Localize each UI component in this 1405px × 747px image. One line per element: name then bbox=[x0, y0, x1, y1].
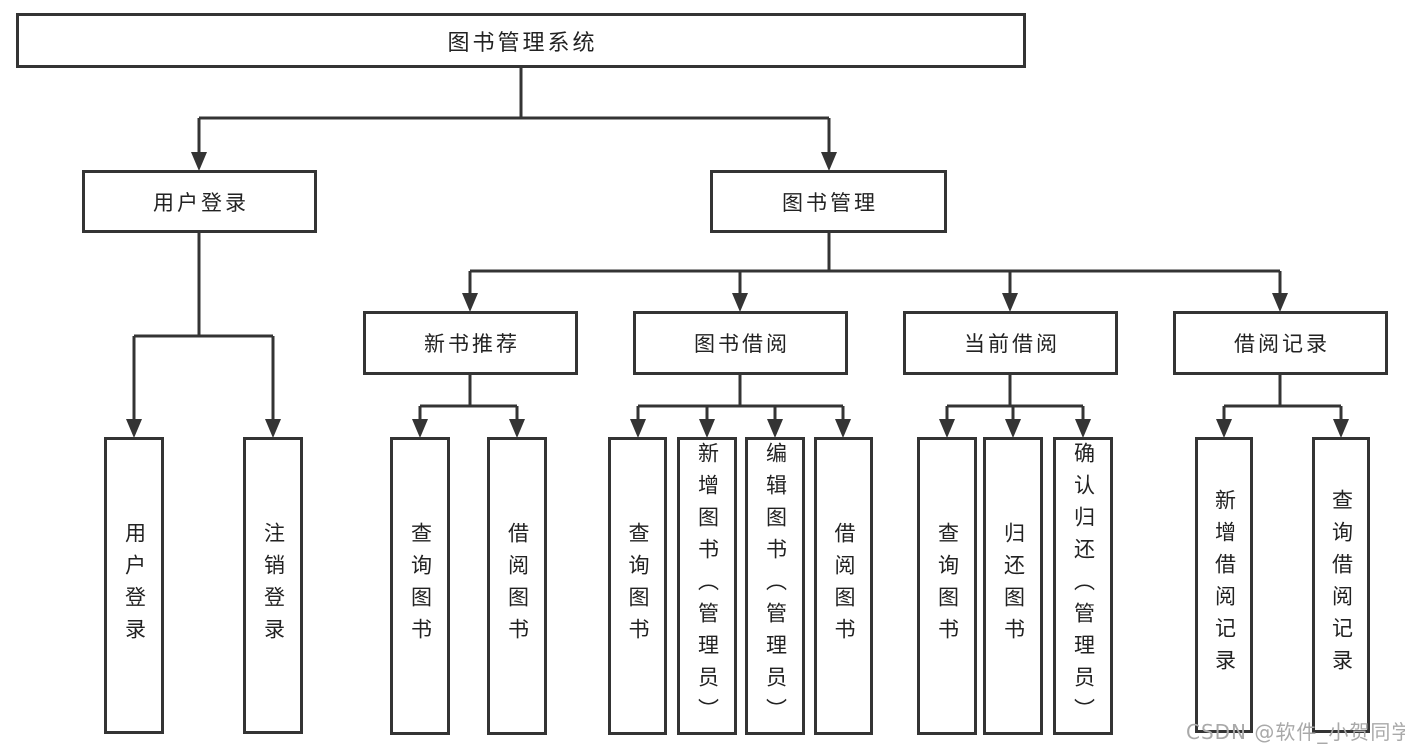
arrowheads bbox=[126, 152, 1349, 438]
node-label: 查询图书 bbox=[935, 522, 960, 650]
node-label: 图书管理系统 bbox=[447, 30, 598, 56]
node-label: 用户登录 bbox=[122, 521, 147, 650]
leaf-return-books: 归还图书 bbox=[983, 437, 1043, 735]
leaf-query-books-current: 查询图书 bbox=[917, 437, 977, 735]
leaf-add-books-admin: 新增图书（管理员） bbox=[677, 437, 737, 735]
leaf-query-books-borrow: 查询图书 bbox=[608, 437, 667, 735]
leaf-query-borrow-record: 查询借阅记录 bbox=[1312, 437, 1370, 733]
node-label: 当前借阅 bbox=[964, 332, 1060, 356]
node-label: 新书推荐 bbox=[424, 332, 520, 356]
node-label: 图书管理 bbox=[782, 190, 878, 215]
node-label: 归还图书 bbox=[1001, 522, 1026, 650]
node-book-borrow: 图书借阅 bbox=[633, 311, 848, 375]
leaf-borrow-books-recommend: 借阅图书 bbox=[487, 437, 547, 735]
node-label: 注销登录 bbox=[261, 521, 286, 650]
node-label: 图书借阅 bbox=[694, 332, 790, 356]
node-label: 用户登录 bbox=[153, 190, 249, 215]
node-user-login: 用户登录 bbox=[82, 170, 317, 233]
leaf-borrow-books: 借阅图书 bbox=[814, 437, 873, 735]
node-label: 新增图书（管理员） bbox=[695, 442, 720, 730]
node-current-borrow: 当前借阅 bbox=[903, 311, 1118, 375]
node-label: 新增借阅记录 bbox=[1212, 489, 1237, 681]
node-label: 借阅记录 bbox=[1234, 332, 1330, 356]
watermark: CSDN @软件_小贺同学 bbox=[1186, 720, 1405, 744]
leaf-add-borrow-record: 新增借阅记录 bbox=[1195, 437, 1253, 733]
node-label: 借阅图书 bbox=[832, 522, 856, 650]
node-label: 借阅图书 bbox=[505, 522, 530, 650]
leaf-logout: 注销登录 bbox=[243, 437, 303, 734]
node-label: 查询图书 bbox=[408, 522, 433, 650]
leaf-confirm-return-admin: 确认归还（管理员） bbox=[1053, 437, 1113, 735]
node-book-management: 图书管理 bbox=[710, 170, 947, 233]
leaf-user-login: 用户登录 bbox=[104, 437, 164, 734]
leaf-query-books-recommend: 查询图书 bbox=[390, 437, 450, 735]
node-library-system: 图书管理系统 bbox=[16, 13, 1026, 68]
leaf-edit-books-admin: 编辑图书（管理员） bbox=[745, 437, 805, 735]
node-label: 确认归还（管理员） bbox=[1071, 442, 1096, 730]
node-borrow-records: 借阅记录 bbox=[1173, 311, 1388, 375]
node-label: 查询借阅记录 bbox=[1329, 489, 1354, 681]
node-new-book-recommend: 新书推荐 bbox=[363, 311, 578, 375]
node-label: 编辑图书（管理员） bbox=[763, 442, 788, 730]
node-label: 查询图书 bbox=[626, 522, 650, 650]
